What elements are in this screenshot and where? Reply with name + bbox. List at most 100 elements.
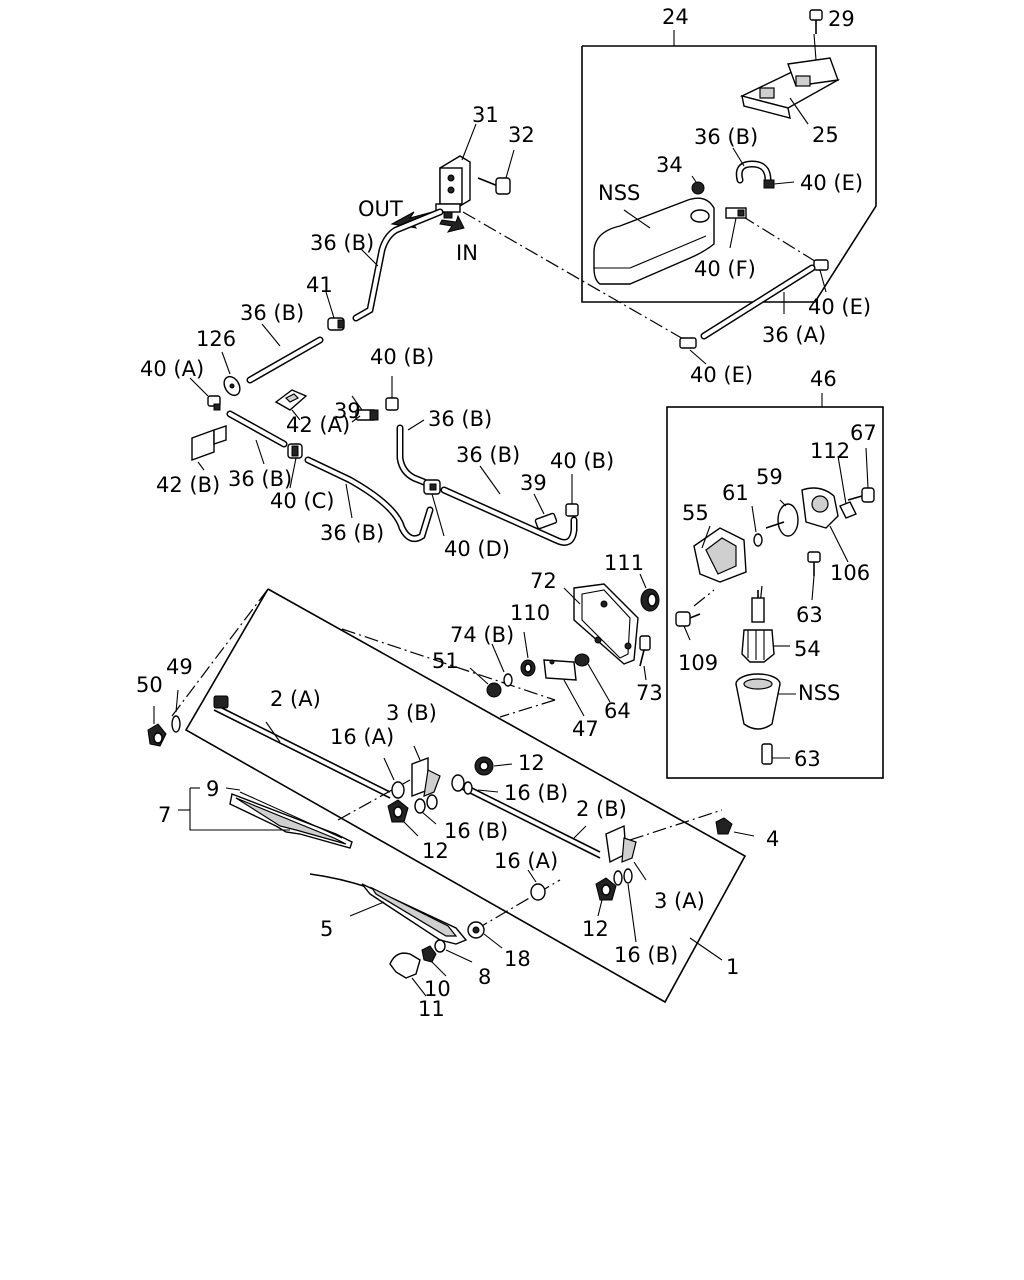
label-in: IN bbox=[456, 241, 478, 265]
label-24: 24 bbox=[662, 5, 689, 29]
bushing-64 bbox=[574, 653, 611, 703]
connector-41 bbox=[325, 291, 345, 331]
nut-12-left bbox=[387, 799, 419, 837]
label-1: 1 bbox=[726, 955, 739, 979]
nut-110 bbox=[520, 631, 536, 677]
label-16a-left: 16 (A) bbox=[330, 725, 394, 749]
label-112: 112 bbox=[810, 439, 850, 463]
label-40b-left: 40 (B) bbox=[370, 345, 434, 369]
wiper-linkage-box bbox=[184, 588, 747, 1004]
callout-labels: 24 29 25 36 (B) 34 NSS 40 (E) 40 (F) 40 … bbox=[136, 5, 877, 1021]
check-valve-31 bbox=[435, 123, 477, 219]
screw-4 bbox=[715, 817, 755, 837]
wiper-blade-9 bbox=[225, 787, 353, 849]
label-nss-reservoir: NSS bbox=[598, 181, 640, 205]
label-55: 55 bbox=[682, 501, 709, 525]
label-29: 29 bbox=[828, 7, 855, 31]
nozzle-40a bbox=[189, 377, 221, 411]
bolt-67 bbox=[847, 447, 875, 503]
hose-36b-out bbox=[352, 208, 444, 322]
label-2a: 2 (A) bbox=[270, 687, 321, 711]
plate-47 bbox=[543, 659, 585, 717]
bolt-73 bbox=[639, 635, 651, 681]
label-36b-out: 36 (B) bbox=[310, 231, 374, 255]
label-16a-right: 16 (A) bbox=[494, 849, 558, 873]
hose-36b-vertical bbox=[396, 419, 428, 486]
label-7: 7 bbox=[158, 803, 171, 827]
label-31: 31 bbox=[472, 103, 499, 127]
label-36b-lower-left: 36 (B) bbox=[228, 467, 292, 491]
gear-59 bbox=[765, 499, 799, 537]
yoke-nss bbox=[735, 673, 796, 730]
hose-36b-reservoir bbox=[732, 147, 795, 189]
washer-8 bbox=[434, 939, 473, 963]
clip-42a bbox=[274, 389, 308, 421]
label-16b-right: 16 (B) bbox=[614, 943, 678, 967]
label-11: 11 bbox=[418, 997, 445, 1021]
bushing-16b-left bbox=[414, 794, 438, 825]
label-16b-left: 16 (B) bbox=[444, 819, 508, 843]
connector-39-left bbox=[351, 395, 379, 423]
label-106: 106 bbox=[830, 561, 870, 585]
joint-40b-left bbox=[385, 376, 399, 411]
armature-54 bbox=[741, 590, 790, 663]
label-out: OUT bbox=[358, 197, 403, 221]
label-12-right: 12 bbox=[582, 917, 609, 941]
label-73: 73 bbox=[636, 681, 663, 705]
joint-40f bbox=[725, 207, 747, 249]
washer-74b bbox=[491, 643, 513, 687]
nut-12-right bbox=[595, 877, 617, 917]
label-67: 67 bbox=[850, 421, 877, 445]
label-49: 49 bbox=[166, 655, 193, 679]
bolt-109 bbox=[675, 611, 701, 641]
label-16b-top: 16 (B) bbox=[504, 781, 568, 805]
spring-61 bbox=[751, 505, 763, 547]
connector-39-right bbox=[533, 493, 558, 530]
cover-106 bbox=[801, 487, 849, 563]
label-36a: 36 (A) bbox=[762, 323, 826, 347]
label-51: 51 bbox=[432, 649, 459, 673]
nut-12-top bbox=[474, 756, 513, 776]
label-3a: 3 (A) bbox=[654, 889, 705, 913]
cap-11 bbox=[389, 952, 427, 997]
label-18: 18 bbox=[504, 947, 531, 971]
label-12-top: 12 bbox=[518, 751, 545, 775]
label-59: 59 bbox=[756, 465, 783, 489]
hose-36b-loop bbox=[304, 456, 434, 543]
label-39-right: 39 bbox=[520, 471, 547, 495]
label-40e-mid: 40 (E) bbox=[808, 295, 871, 319]
motor-assembly-box bbox=[666, 393, 884, 779]
link-rod-2b bbox=[451, 774, 601, 859]
bushing-111 bbox=[639, 573, 660, 612]
label-3b: 3 (B) bbox=[386, 701, 437, 725]
label-36b-mid: 36 (B) bbox=[240, 301, 304, 325]
housing-55 bbox=[693, 525, 747, 583]
nut-50 bbox=[147, 706, 167, 747]
label-40b-right: 40 (B) bbox=[550, 449, 614, 473]
joint-16a-right bbox=[527, 869, 546, 901]
leader-1 bbox=[689, 937, 723, 961]
label-5: 5 bbox=[320, 917, 333, 941]
motor-cover-72 bbox=[563, 583, 639, 665]
bolt-32 bbox=[477, 149, 515, 195]
label-39-left: 39 bbox=[334, 399, 361, 423]
label-111: 111 bbox=[604, 551, 644, 575]
washer-18 bbox=[467, 921, 503, 949]
link-rod-2a bbox=[213, 695, 391, 799]
hose-36b-right bbox=[440, 465, 578, 546]
pivot-3b bbox=[411, 745, 441, 798]
screw-63-upper bbox=[807, 551, 821, 601]
label-25: 25 bbox=[812, 123, 839, 147]
label-2b: 2 (B) bbox=[576, 797, 627, 821]
nut-51 bbox=[469, 667, 502, 698]
label-34: 34 bbox=[656, 153, 683, 177]
label-46: 46 bbox=[810, 367, 837, 391]
label-47: 47 bbox=[572, 717, 599, 741]
label-63-lower: 63 bbox=[794, 747, 821, 771]
wiper-arm-5 bbox=[309, 873, 468, 945]
washer-reservoir-nss bbox=[593, 197, 715, 285]
label-8: 8 bbox=[478, 965, 491, 989]
label-64: 64 bbox=[604, 699, 631, 723]
pump-nut-34 bbox=[691, 175, 705, 195]
joint-40b-right bbox=[565, 474, 579, 517]
